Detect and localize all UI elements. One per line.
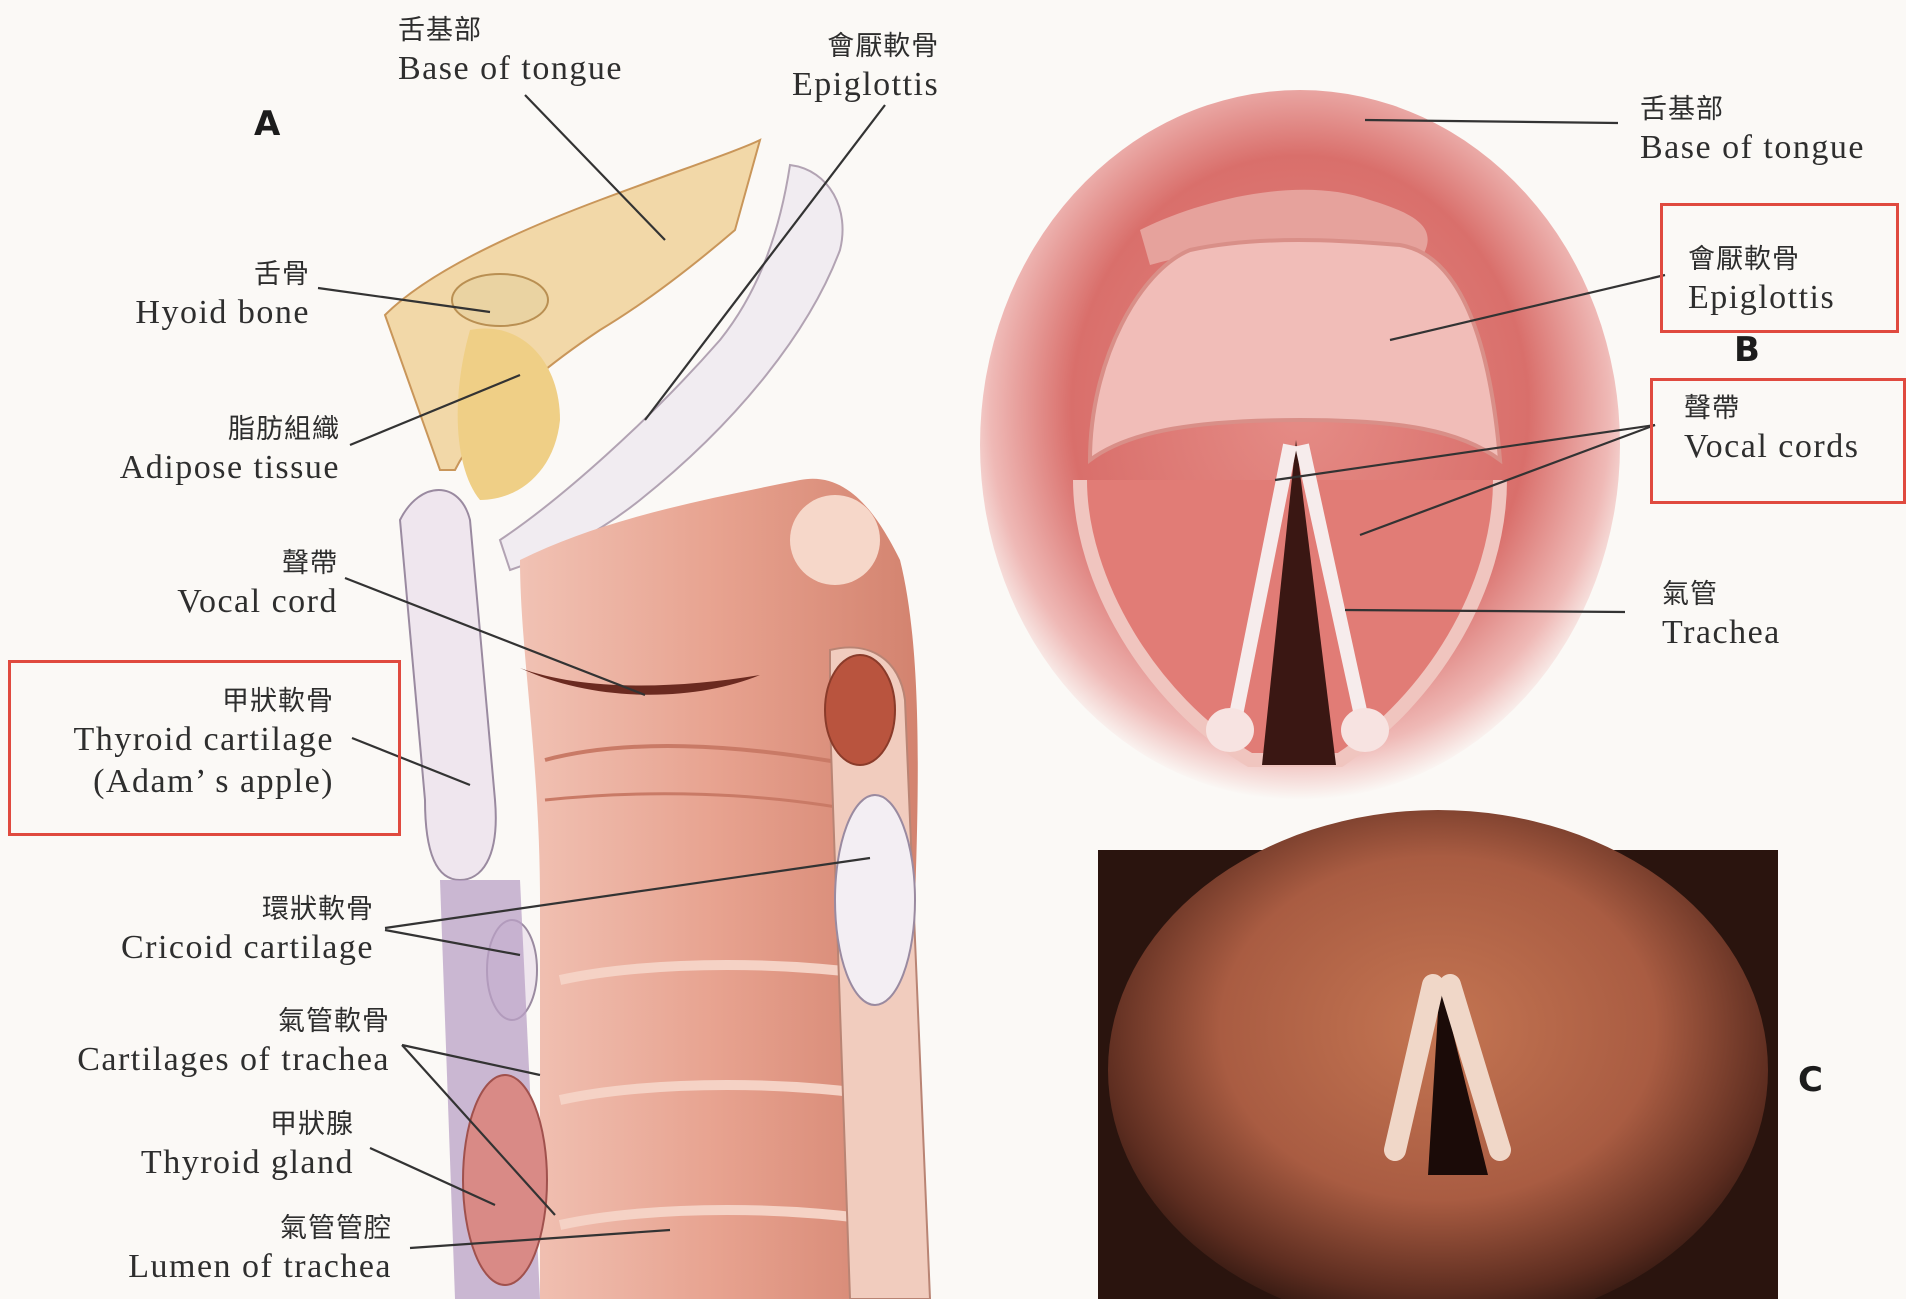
arytenoid-right-shape <box>1341 708 1389 752</box>
label-a-vocal-cord: 聲帶 Vocal cord <box>120 547 338 623</box>
label-a-cartilages-of-trachea: 氣管軟骨 Cartilages of trachea <box>20 1005 390 1081</box>
arytenoid-shape <box>825 655 895 765</box>
label-a-epiglottis: 會厭軟骨 Epiglottis <box>792 30 939 106</box>
label-a-cricoid-cartilage: 環狀軟骨 Cricoid cartilage <box>70 893 374 969</box>
thyroid-cartilage-shape <box>400 490 496 880</box>
corniculate-bulge-shape <box>790 495 880 585</box>
label-b-vocal-cords: 聲帶 Vocal cords <box>1684 392 1859 468</box>
panel-c-photo <box>1098 810 1778 1299</box>
panel-label-c: C <box>1798 1060 1823 1100</box>
label-b-epiglottis: 會厭軟骨 Epiglottis <box>1688 243 1835 319</box>
label-b-trachea: 氣管 Trachea <box>1662 578 1781 654</box>
label-a-lumen-of-trachea: 氣管管腔 Lumen of trachea <box>70 1212 392 1288</box>
panel-a-illustration <box>385 140 930 1299</box>
panel-label-b: B <box>1734 330 1760 370</box>
thyroid-gland-shape <box>463 1075 547 1285</box>
label-b-base-of-tongue: 舌基部 Base of tongue <box>1640 93 1865 169</box>
cricoid-posterior-shape <box>835 795 915 1005</box>
label-a-thyroid-gland: 甲狀腺 Thyroid gland <box>100 1108 354 1184</box>
label-a-adipose-tissue: 脂肪組織 Adipose tissue <box>70 413 340 489</box>
label-a-base-of-tongue: 舌基部 Base of tongue <box>398 14 623 90</box>
hyoid-bone-shape <box>452 274 548 326</box>
arytenoid-left-shape <box>1206 708 1254 752</box>
label-a-hyoid-bone: 舌骨 Hyoid bone <box>100 258 310 334</box>
panel-label-a: A <box>254 104 280 144</box>
label-a-thyroid-cartilage: 甲狀軟骨 Thyroid cartilage (Adam’ s apple) <box>28 685 334 804</box>
